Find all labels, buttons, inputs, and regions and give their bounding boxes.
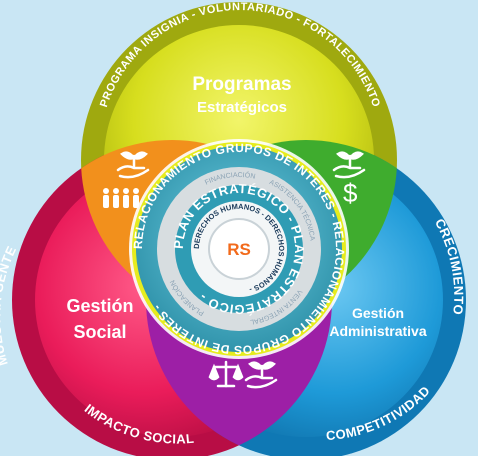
administrativa-title-line1: Gestión: [352, 305, 404, 321]
people-icon: [103, 188, 139, 208]
center-emblem: [129, 139, 349, 359]
hand-plant-icon: [116, 151, 150, 179]
administrativa-title-line2: Administrativa: [329, 323, 426, 339]
dollar-icon: $: [343, 178, 358, 208]
social-title-line2: Social: [73, 322, 126, 342]
programas-title: Programas: [192, 74, 291, 95]
programas-subtitle: Estratégicos: [197, 99, 287, 116]
scales-icon: [208, 360, 244, 388]
core-label-rs: RS: [227, 240, 251, 259]
hand-plant-icon: [244, 361, 278, 389]
hand-plant-icon: [332, 151, 366, 179]
social-title-line1: Gestión: [66, 296, 133, 316]
